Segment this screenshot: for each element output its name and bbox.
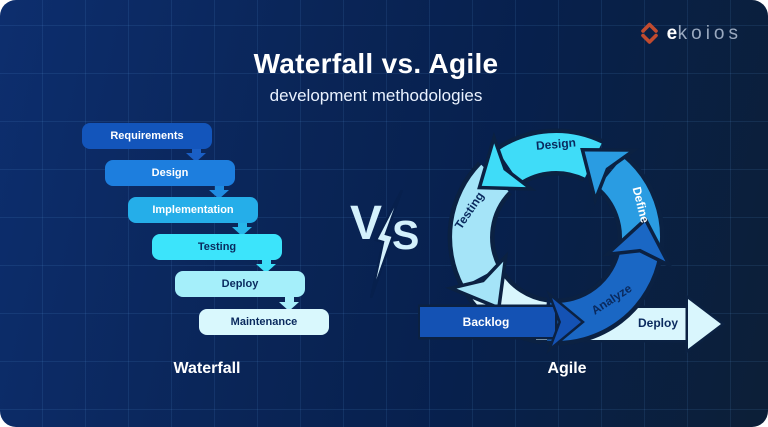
backlog-label: Backlog xyxy=(463,315,510,329)
waterfall-step-requirements: Requirements xyxy=(82,123,212,149)
versus-letter-s: S xyxy=(392,212,420,258)
backlog-arrow xyxy=(418,290,585,354)
waterfall-step-design: Design xyxy=(105,160,235,186)
waterfall-step-maintenance: Maintenance xyxy=(199,309,329,335)
waterfall-step-implementation: Implementation xyxy=(128,197,258,223)
testing-arrowhead-icon xyxy=(445,251,509,311)
waterfall-step-testing: Testing xyxy=(152,234,282,260)
down-arrow-icon xyxy=(186,146,206,162)
brand-rest: koios xyxy=(677,22,742,44)
agile-arc-label-design: Design xyxy=(535,135,576,152)
lightning-bolt-icon xyxy=(369,190,404,298)
page-title: Waterfall vs. Agile xyxy=(253,48,499,79)
agile-design-arc xyxy=(497,133,602,183)
page-subtitle: development methodologies xyxy=(269,86,483,105)
ekoios-logo: ekoios xyxy=(639,22,742,45)
down-arrow-icon xyxy=(209,183,229,199)
down-arrow-icon xyxy=(232,220,252,236)
waterfall-step-deploy: Deploy xyxy=(175,271,305,297)
design-arrowhead-icon xyxy=(477,132,537,191)
down-arrow-icon xyxy=(256,257,276,273)
waterfall-caption: Waterfall xyxy=(173,360,241,377)
agile-caption: Agile xyxy=(547,360,587,377)
down-arrow-icon xyxy=(279,295,299,311)
versus-mark: V S xyxy=(346,190,430,298)
backlog-arrowhead-icon xyxy=(546,290,585,354)
ekoios-knot-icon xyxy=(640,22,658,44)
define-arrowhead-icon xyxy=(580,148,640,206)
brand-letter-e: e xyxy=(666,22,678,44)
analyze-arrowhead-icon xyxy=(601,216,674,270)
deploy-arrowhead-icon xyxy=(685,293,726,355)
agile-cycle-diagram: Design Define Analyze Testing Backlog De… xyxy=(418,128,726,355)
brand-name: ekoios xyxy=(667,23,742,45)
deploy-label: Deploy xyxy=(638,316,678,330)
